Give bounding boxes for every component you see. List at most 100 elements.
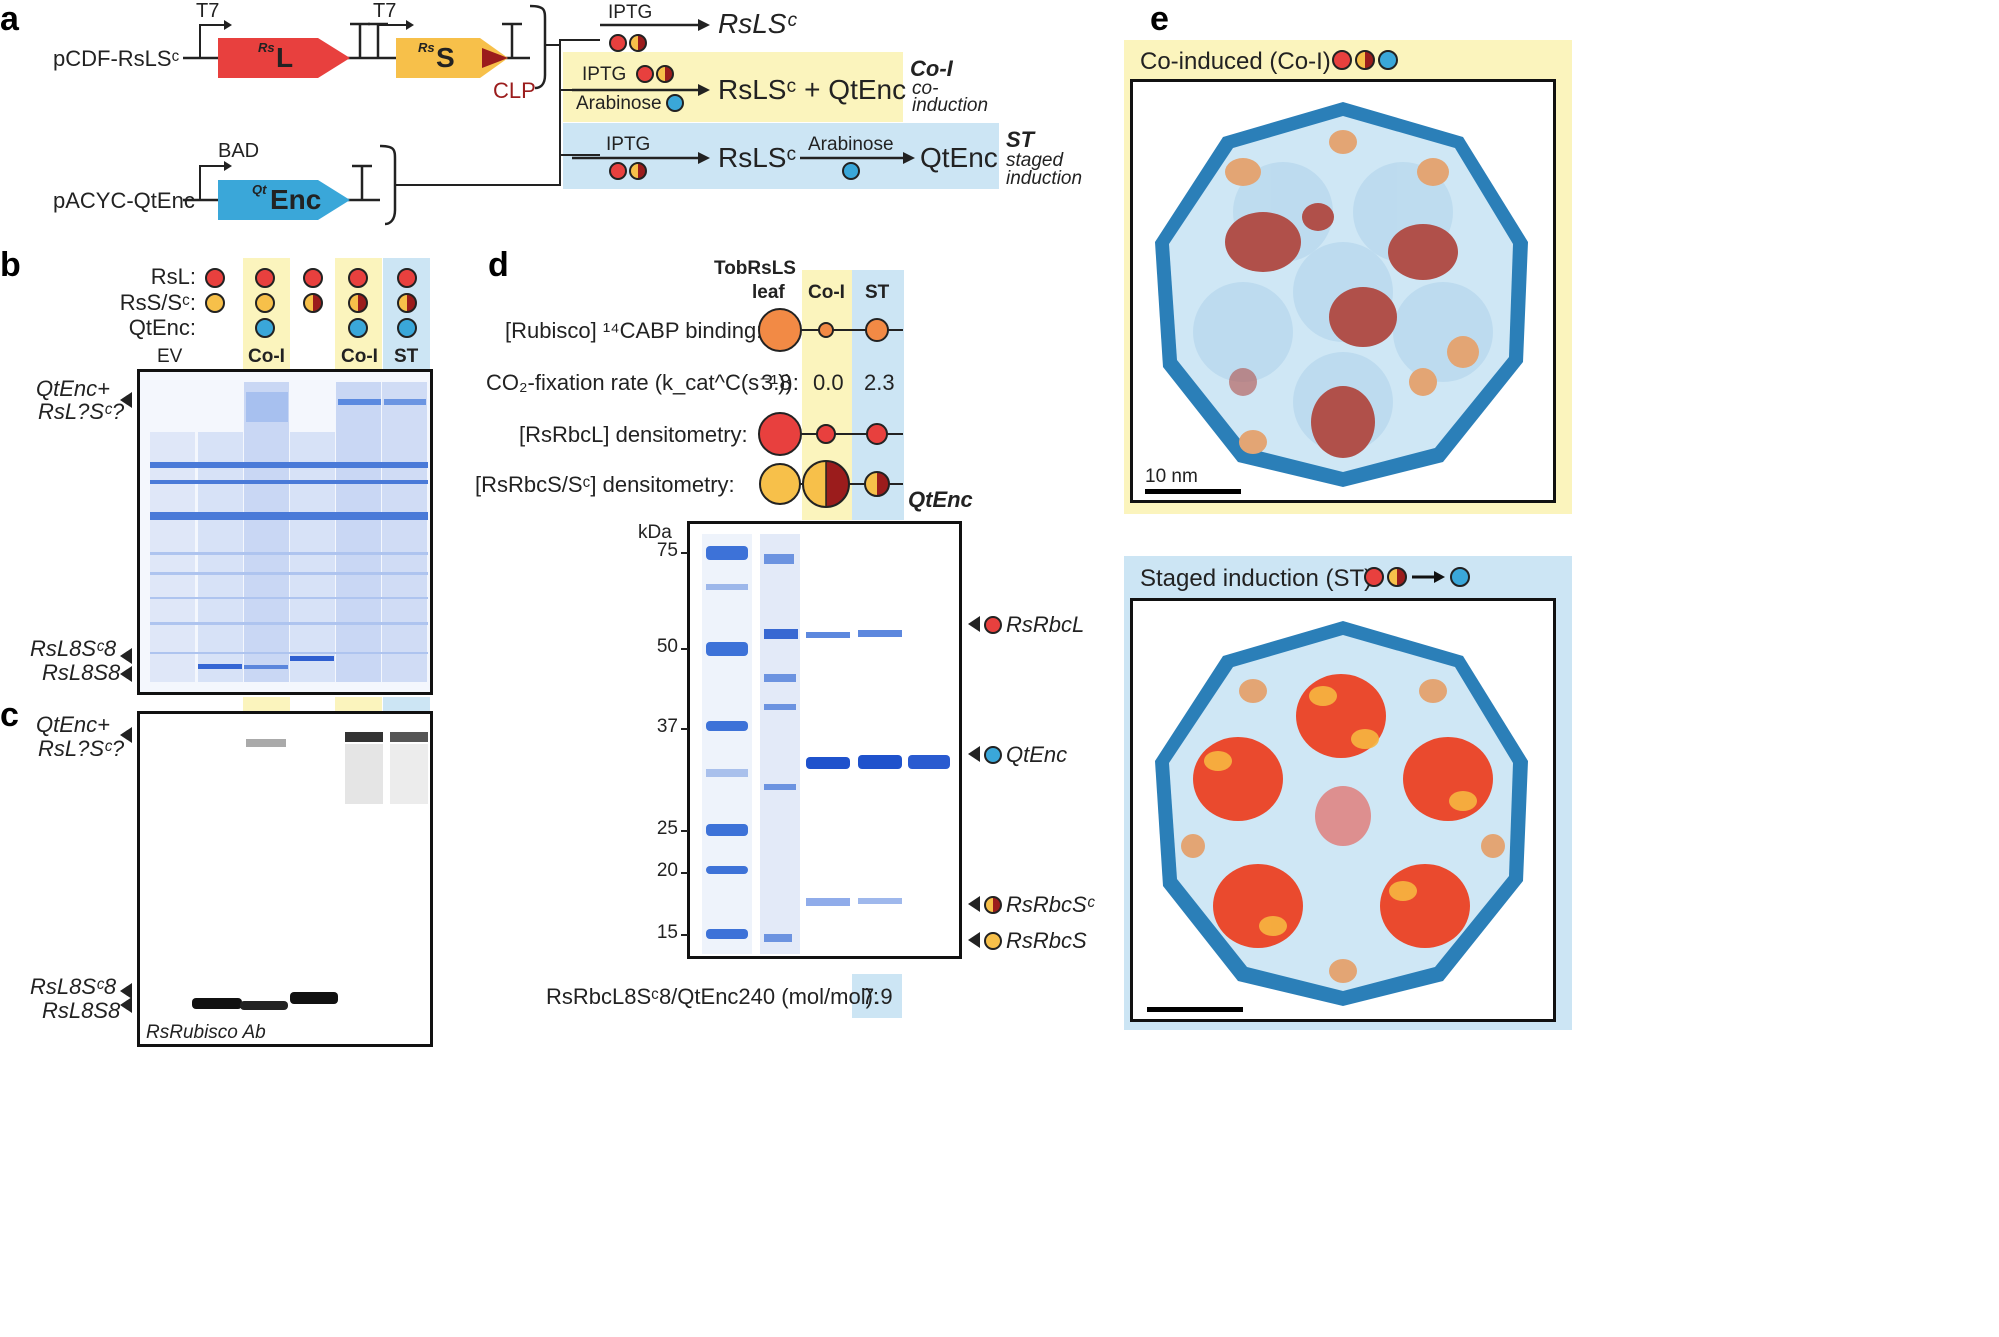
gene-l: L: [276, 42, 294, 73]
rbcl-dot: [984, 616, 1002, 634]
band-label-rbcsc: RsRbcSᶜ: [1006, 892, 1095, 917]
kda-tick-label: 15: [656, 922, 678, 943]
row-rbcl: [RsRbcL] densitometry:: [519, 422, 748, 447]
plasmid-pcdf: pCDF-RsLSᶜ: [53, 46, 180, 71]
row-label-rss: RsS/Sᶜ:: [119, 290, 196, 315]
lane-dot: [348, 268, 368, 288]
coi-sub1: co-: [912, 78, 939, 99]
plasmid-pacyc: pACYC-QtEnc: [53, 188, 195, 213]
rsl-dot: [609, 34, 627, 52]
promoter-t7-2: T7: [373, 0, 397, 22]
marker-mid-1: RsL8Sᶜ8: [30, 636, 117, 661]
coi-title: Co-I: [910, 56, 953, 81]
coi-highlight: [563, 52, 903, 122]
scale-bar-st: [1147, 1007, 1243, 1012]
qtenc-dot: [666, 94, 684, 112]
lane-highlight-c3: [383, 697, 430, 711]
rss-half-dot: [656, 65, 674, 83]
band-label-rbcs: RsRbcS: [1006, 928, 1087, 953]
rss-half-dot: [629, 162, 647, 180]
col-header-1a: TobRsLS: [714, 258, 796, 279]
product-coi: RsLSᶜ + QtEnc: [718, 74, 907, 105]
panel-label-e: e: [1150, 0, 1169, 38]
row-rbcs: [RsRbcS/Sᶜ] densitometry:: [475, 472, 735, 497]
antibody-label: RsRubisco Ab: [146, 1022, 266, 1043]
iptg-top: IPTG: [608, 2, 653, 23]
row-label-rsl: RsL:: [150, 264, 196, 289]
lane-label-st: ST: [394, 346, 419, 367]
rsl-dot: [609, 162, 627, 180]
lane-highlight-c2: [335, 697, 382, 711]
arabinose-coi: Arabinose: [576, 93, 662, 114]
c-marker-top-2: RsL?Sᶜ?: [38, 736, 125, 761]
sds-gel: [137, 369, 433, 695]
arrow-right-icon: [1412, 571, 1445, 583]
kda-tick-mark: [681, 872, 688, 874]
col-header-2: Co-I: [808, 282, 845, 303]
scale-bar-coi: [1145, 489, 1241, 494]
st-sub2: induction: [1006, 168, 1083, 189]
rate-coi: 0.0: [813, 370, 844, 395]
lane-label-ev: EV: [157, 346, 183, 367]
marker-mid-2: RsL8S8: [42, 660, 121, 685]
marker-arrows-c: [120, 727, 132, 1013]
kda-tick-mark: [681, 934, 688, 936]
product-top: RsLSᶜ: [718, 8, 797, 39]
kda-tick-mark: [681, 728, 688, 730]
rsl-dot: [636, 65, 654, 83]
band-arrows: [968, 616, 980, 948]
rate-leaf: 3.8: [761, 370, 792, 395]
gene-enc-sup: Qt: [252, 182, 267, 197]
st-encapsulin-render: [1155, 621, 1528, 1006]
lane-label-coi-1: Co-I: [248, 346, 285, 367]
lane-dot: [397, 268, 417, 288]
band-label-rbcl: RsRbcL: [1006, 612, 1085, 637]
c-marker-top-1: QtEnc+: [36, 712, 110, 737]
panel-label-d: d: [488, 246, 509, 284]
coi-structure-box: [1130, 79, 1556, 503]
marker-top-2: RsL?Sᶜ?: [38, 399, 125, 424]
gene-s: S: [436, 42, 455, 73]
ratio-value: 7.9: [862, 984, 893, 1009]
kda-tick-label: 20: [656, 860, 678, 881]
coi-encapsulin-render: [1155, 102, 1528, 487]
rate-st: 2.3: [864, 370, 895, 395]
gel-bands: [140, 372, 430, 692]
c-marker-mid-2: RsL8S8: [42, 998, 121, 1023]
gene-l-sup: Rs: [258, 40, 275, 55]
rbcs-dot: [984, 932, 1002, 950]
lane-dot: [255, 293, 275, 313]
lane-dot: [205, 268, 225, 288]
lane-dot: [397, 293, 417, 313]
st-title: ST: [1006, 127, 1035, 152]
lane-dot: [303, 293, 323, 313]
qtenc-header: QtEnc: [908, 487, 973, 512]
kda-tick-label: 37: [656, 716, 678, 737]
bubble-chart: [758, 308, 903, 508]
marker-arrows-b: [120, 392, 132, 682]
st-panel-title: Staged induction (ST): [1140, 565, 1373, 592]
rss-half-dot: [1387, 567, 1407, 587]
arabinose-st: Arabinose: [808, 134, 894, 155]
st-sub1: staged: [1006, 150, 1064, 171]
panel-label-c: c: [0, 696, 19, 734]
promoter-bad: BAD: [218, 140, 260, 162]
rsl-dot: [1332, 50, 1352, 70]
kda-tick-mark: [681, 552, 688, 554]
kda-tick-label: 50: [656, 636, 678, 657]
band-label-qtenc: QtEnc: [1006, 742, 1068, 767]
qtenc-dot: [1378, 50, 1398, 70]
gene-enc: Enc: [270, 184, 322, 215]
row-co2: CO₂-fixation rate (k_cat^C(s⁻¹)):: [486, 370, 799, 395]
product-st-2: QtEnc: [920, 142, 998, 173]
ratio-label: RsRbcL8Sᶜ8/QtEnc240 (mol/mol):: [546, 984, 880, 1009]
lane-dot: [348, 318, 368, 338]
lane-dot: [348, 293, 368, 313]
iptg-coi: IPTG: [582, 64, 627, 85]
lane-dot: [397, 318, 417, 338]
kda-tick-mark: [681, 648, 688, 650]
promoter-t7-1: T7: [196, 0, 220, 22]
qtenc-dot: [842, 162, 860, 180]
panel-label-b: b: [0, 246, 21, 284]
kda-tick-label: 25: [656, 818, 678, 839]
